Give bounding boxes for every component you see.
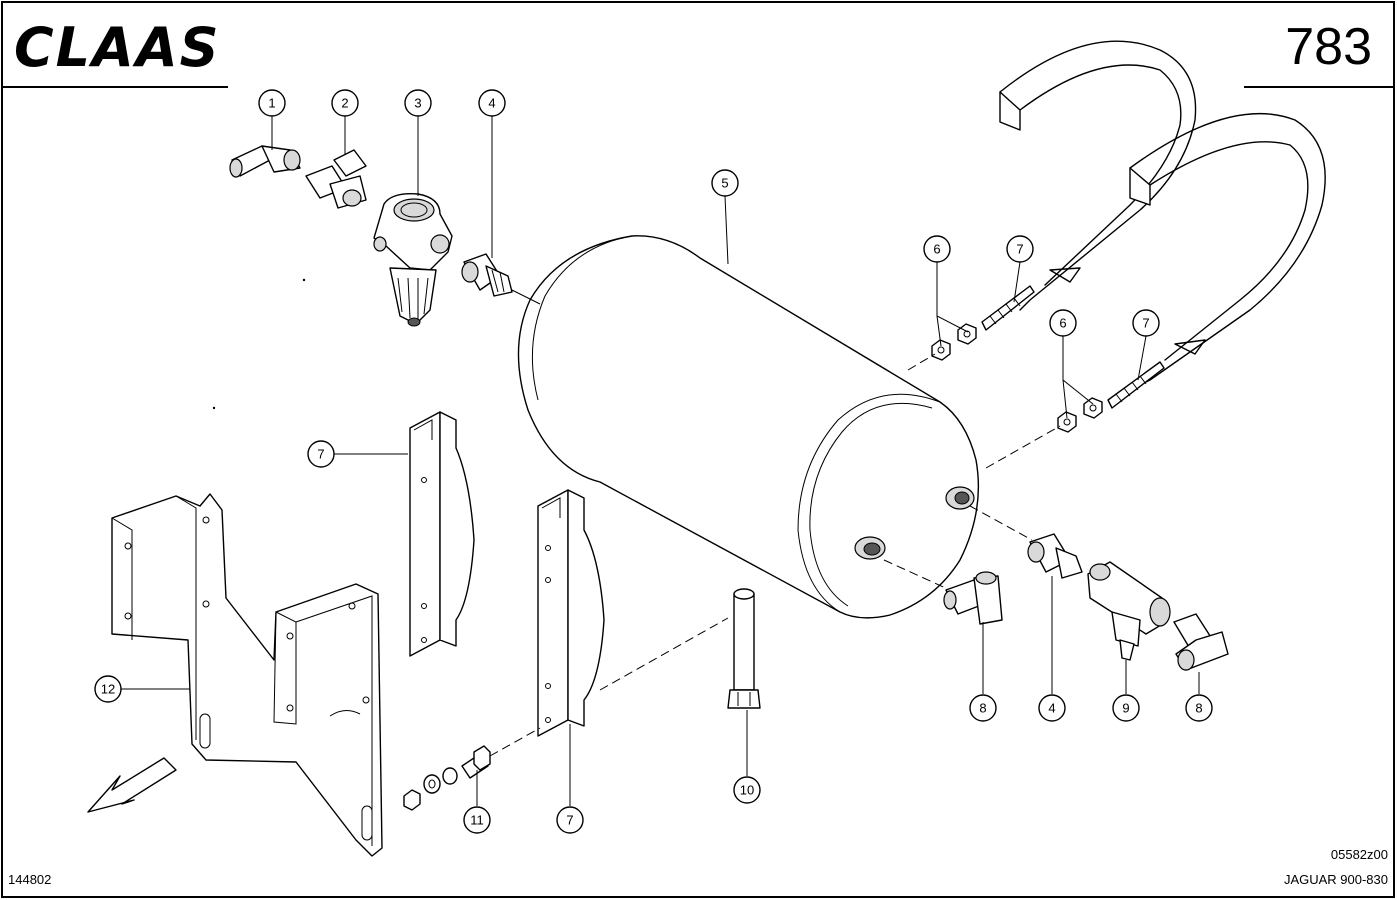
strap-upper xyxy=(999,40,1197,311)
tee-valve-9 xyxy=(1087,561,1171,661)
elbow-fitting-8-left xyxy=(943,571,1003,625)
pressure-regulator-3 xyxy=(373,193,453,327)
direction-arrow-icon xyxy=(87,757,177,813)
stud-10 xyxy=(727,588,761,709)
callout-4-lower: 4 xyxy=(1038,694,1066,722)
svg-text:11: 11 xyxy=(470,813,484,828)
svg-text:2: 2 xyxy=(341,96,348,111)
bolt-washer-nut-11 xyxy=(403,745,491,811)
axis-port-upper xyxy=(969,505,1033,541)
callout-3: 3 xyxy=(404,89,432,117)
callout-12: 12 xyxy=(94,675,122,703)
callout-2: 2 xyxy=(331,89,359,117)
mounting-plate xyxy=(111,493,383,857)
callout-6-lower: 6 xyxy=(1049,309,1077,337)
axis-connector-4 xyxy=(511,289,541,305)
valve-fitting-2 xyxy=(305,149,367,209)
axis-nut-upper xyxy=(907,353,936,371)
svg-text:7: 7 xyxy=(1142,316,1149,331)
callout-6-upper: 6 xyxy=(923,235,951,263)
svg-text:4: 4 xyxy=(488,96,495,111)
strap-lower xyxy=(1129,113,1326,386)
stray-mark xyxy=(302,278,306,282)
callout-5: 5 xyxy=(711,169,739,197)
svg-text:6: 6 xyxy=(1059,316,1066,331)
svg-text:7: 7 xyxy=(317,447,324,462)
callout-7-upper: 7 xyxy=(1006,235,1034,263)
elbow-fitting-1 xyxy=(229,145,301,178)
elbow-fitting-8-right xyxy=(1173,613,1229,671)
callout-1: 1 xyxy=(258,89,286,117)
svg-text:4: 4 xyxy=(1048,701,1055,716)
air-tank xyxy=(517,235,980,619)
svg-text:7: 7 xyxy=(1016,242,1023,257)
svg-text:7: 7 xyxy=(566,813,573,828)
page-number: 783 xyxy=(1285,18,1372,76)
channel-bracket-upper xyxy=(409,411,475,657)
svg-text:5: 5 xyxy=(721,176,728,191)
callout-8-left: 8 xyxy=(969,694,997,722)
svg-text:1: 1 xyxy=(268,96,275,111)
threaded-rod-lower xyxy=(1107,361,1165,409)
callout-8-right: 8 xyxy=(1185,694,1213,722)
callout-7-lower: 7 xyxy=(1132,309,1160,337)
callout-4-upper: 4 xyxy=(478,89,506,117)
axis-bolt xyxy=(489,727,541,757)
brand-logo: CLAAS xyxy=(14,16,221,79)
connector-4-lower xyxy=(1027,533,1083,579)
leader-lines xyxy=(121,116,1200,806)
axis-nut-lower xyxy=(985,425,1061,469)
axis-port-lower xyxy=(883,559,951,591)
svg-text:3: 3 xyxy=(414,96,421,111)
stray-mark xyxy=(212,406,216,410)
callout-9: 9 xyxy=(1112,694,1140,722)
svg-text:6: 6 xyxy=(933,242,940,257)
model-name: JAGUAR 900-830 xyxy=(1284,872,1388,887)
svg-text:10: 10 xyxy=(740,783,754,798)
callout-7-bracket-upper: 7 xyxy=(307,440,335,468)
svg-text:8: 8 xyxy=(979,701,986,716)
svg-text:8: 8 xyxy=(1195,701,1202,716)
callout-11: 11 xyxy=(463,806,491,834)
footer-left-code: 144802 xyxy=(8,872,51,887)
channel-bracket-lower xyxy=(537,489,605,737)
connector-4-upper xyxy=(461,253,513,297)
threaded-rod-upper xyxy=(981,285,1035,331)
drawing-code: 05582z00 xyxy=(1331,847,1388,862)
callout-7-bracket-lower: 7 xyxy=(556,806,584,834)
svg-text:9: 9 xyxy=(1122,701,1129,716)
svg-text:12: 12 xyxy=(101,682,115,697)
nuts-lower xyxy=(1057,397,1103,433)
callout-10: 10 xyxy=(733,776,761,804)
axis-stud xyxy=(599,617,729,691)
